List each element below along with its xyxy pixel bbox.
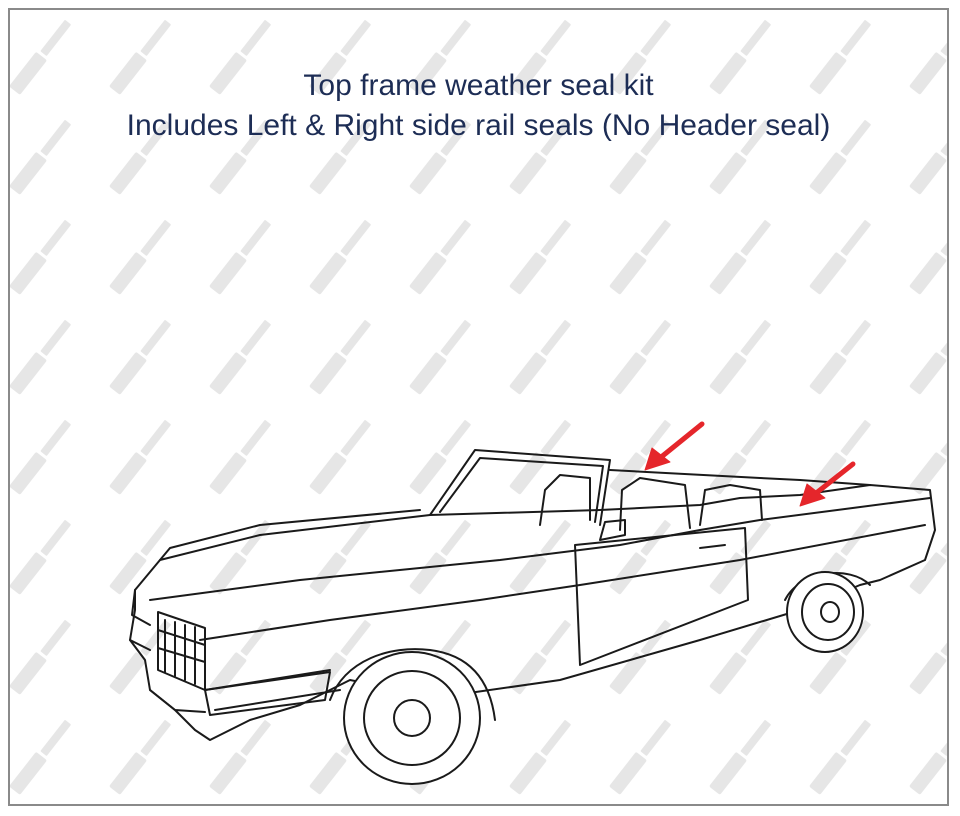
watermark-logo-mark bbox=[109, 720, 171, 795]
watermark-logo-mark bbox=[709, 320, 771, 395]
watermark-logo-mark bbox=[309, 120, 371, 195]
watermark-logo-mark bbox=[909, 320, 947, 395]
watermark-logo-mark bbox=[709, 420, 771, 495]
watermark-logo-mark bbox=[309, 20, 371, 95]
watermark-logo-mark bbox=[109, 520, 171, 595]
watermark-logo-mark bbox=[609, 20, 671, 95]
watermark-logo-mark bbox=[909, 520, 947, 595]
watermark-pattern bbox=[10, 20, 947, 795]
watermark-logo-mark bbox=[309, 620, 371, 695]
watermark-logo-mark bbox=[509, 420, 571, 495]
watermark-logo-mark bbox=[409, 220, 471, 295]
door bbox=[574, 527, 749, 666]
watermark-logo-mark bbox=[709, 620, 771, 695]
watermark-logo-mark bbox=[10, 620, 71, 695]
front-seat bbox=[539, 474, 591, 526]
watermark-logo-mark bbox=[109, 120, 171, 195]
watermark-logo-mark bbox=[509, 20, 571, 95]
watermark-logo-mark bbox=[309, 320, 371, 395]
watermark-logo-mark bbox=[709, 20, 771, 95]
watermark-logo-mark bbox=[809, 320, 871, 395]
watermark-logo-mark bbox=[509, 520, 571, 595]
arrow-left-side-rail-seal bbox=[644, 421, 705, 471]
watermark-logo-mark bbox=[809, 220, 871, 295]
watermark-logo-mark bbox=[209, 320, 271, 395]
watermark-logo-mark bbox=[409, 420, 471, 495]
watermark-logo-mark bbox=[10, 420, 71, 495]
watermark-logo-mark bbox=[109, 220, 171, 295]
watermark-logo-mark bbox=[909, 120, 947, 195]
watermark-logo-mark bbox=[10, 220, 71, 295]
watermark-logo-mark bbox=[709, 520, 771, 595]
watermark-logo-mark bbox=[10, 520, 71, 595]
watermark-logo-mark bbox=[809, 20, 871, 95]
watermark-logo-mark bbox=[109, 320, 171, 395]
caption-line-2: Includes Left & Right side rail seals (N… bbox=[126, 109, 831, 142]
watermark-logo-mark bbox=[509, 720, 571, 795]
watermark-logo-mark bbox=[509, 220, 571, 295]
watermark-logo-mark bbox=[209, 520, 271, 595]
watermark-logo-mark bbox=[209, 220, 271, 295]
watermark-logo-mark bbox=[109, 620, 171, 695]
watermark-logo-mark bbox=[509, 120, 571, 195]
watermark-logo-mark bbox=[809, 420, 871, 495]
watermark-logo-mark bbox=[709, 720, 771, 795]
front-wheel bbox=[329, 648, 496, 785]
windshield bbox=[429, 449, 611, 526]
watermark-logo-mark bbox=[10, 120, 71, 195]
watermark-logo-mark bbox=[109, 420, 171, 495]
side-mirror bbox=[599, 519, 626, 541]
watermark-logo-mark bbox=[709, 220, 771, 295]
watermark-logo-mark bbox=[409, 520, 471, 595]
watermark-logo-mark bbox=[209, 720, 271, 795]
watermark-logo-mark bbox=[809, 120, 871, 195]
watermark-logo-mark bbox=[509, 320, 571, 395]
watermark-logo-mark bbox=[409, 120, 471, 195]
watermark-logo-mark bbox=[909, 20, 947, 95]
watermark-logo-mark bbox=[409, 320, 471, 395]
watermark-logo-mark bbox=[609, 320, 671, 395]
watermark-logo-mark bbox=[609, 720, 671, 795]
rear-wheel bbox=[784, 571, 871, 653]
watermark-logo-mark bbox=[909, 420, 947, 495]
watermark-logo-mark bbox=[709, 120, 771, 195]
watermark-logo-mark bbox=[10, 20, 71, 95]
watermark-logo-mark bbox=[609, 220, 671, 295]
watermark-logo-mark bbox=[909, 620, 947, 695]
watermark-logo-mark bbox=[609, 620, 671, 695]
caption-line-1: Top frame weather seal kit bbox=[303, 69, 654, 102]
watermark-logo-mark bbox=[10, 320, 71, 395]
watermark-logo-mark bbox=[309, 220, 371, 295]
watermark-logo-mark bbox=[609, 120, 671, 195]
watermark-logo-mark bbox=[10, 720, 71, 795]
watermark-logo-mark bbox=[109, 20, 171, 95]
watermark-logo-mark bbox=[609, 420, 671, 495]
watermark-logo-mark bbox=[909, 220, 947, 295]
watermark-logo-mark bbox=[209, 420, 271, 495]
watermark-logo-mark bbox=[309, 420, 371, 495]
arrow-right-side-rail-seal bbox=[799, 461, 856, 507]
watermark-logo-mark bbox=[909, 720, 947, 795]
watermark-logo-mark bbox=[409, 20, 471, 95]
watermark-logo-mark bbox=[509, 620, 571, 695]
product-caption: Top frame weather seal kit Includes Left… bbox=[10, 66, 947, 146]
watermark-logo-mark bbox=[209, 20, 271, 95]
watermark-logo-mark bbox=[309, 520, 371, 595]
watermark-logo-mark bbox=[809, 620, 871, 695]
watermark-logo-mark bbox=[809, 720, 871, 795]
watermark-logo-mark bbox=[209, 620, 271, 695]
watermark-logo-mark bbox=[209, 120, 271, 195]
